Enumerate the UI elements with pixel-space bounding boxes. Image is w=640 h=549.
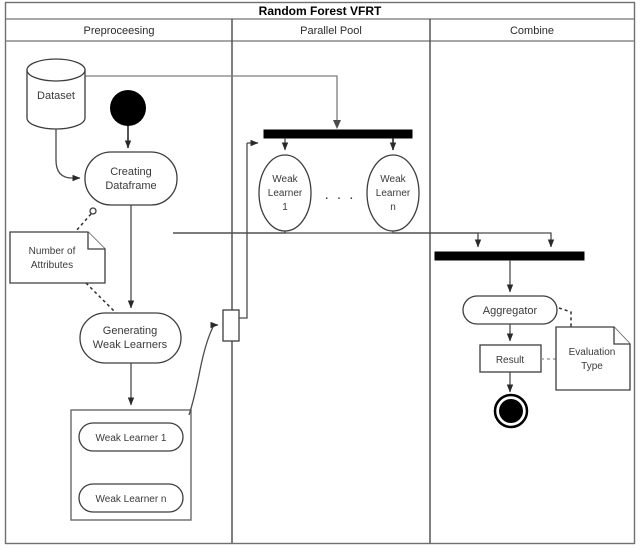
node-weak-learner-1 bbox=[78, 422, 184, 452]
diagram-title: Random Forest VFRT bbox=[259, 4, 382, 18]
pool-wl1-label-2: Learner bbox=[268, 188, 303, 199]
generating-label-2: Weak Learners bbox=[93, 339, 168, 351]
note-number-of-attributes bbox=[9, 231, 106, 284]
note-evaluation-type bbox=[555, 326, 631, 391]
final-node-icon bbox=[493, 393, 529, 429]
flow-connector-up bbox=[239, 143, 248, 319]
weak-learner-1-label: Weak Learner 1 bbox=[96, 433, 167, 444]
dataset-label: Dataset bbox=[37, 90, 75, 102]
lane-header-parallel-pool: Parallel Pool bbox=[300, 25, 362, 37]
flow-pool-to-join-right bbox=[393, 232, 555, 248]
lane-header-combine: Combine bbox=[510, 25, 554, 37]
attributes-note-label-2: Attributes bbox=[31, 260, 73, 271]
dashed-link-attributes-note bbox=[74, 213, 92, 233]
pool-wln-label-3: n bbox=[390, 202, 396, 213]
lane-header-preprocessing: Preproceesing bbox=[84, 25, 155, 37]
fork-bar bbox=[263, 129, 413, 139]
pool-ellipsis: . . . bbox=[325, 186, 356, 203]
creating-dataframe-label-1: Creating bbox=[110, 166, 152, 178]
pool-wl1-label-3: 1 bbox=[282, 202, 288, 213]
dashed-link-aggregator-note bbox=[558, 307, 572, 327]
dashed-link-note-to-generating bbox=[85, 282, 121, 318]
attributes-note-label-1: Number of bbox=[29, 246, 76, 257]
weak-learner-n-label: Weak Learner n bbox=[96, 494, 167, 505]
start-node-icon bbox=[110, 90, 146, 126]
flow-dataset-to-dataframe bbox=[55, 129, 81, 182]
diagram-frame bbox=[4, 1, 636, 545]
creating-dataframe-label-2: Dataframe bbox=[105, 180, 156, 192]
pool-wln-label-2: Learner bbox=[376, 188, 411, 199]
join-bar bbox=[434, 251, 585, 261]
pool-wln-label-1: Weak bbox=[380, 174, 406, 185]
node-generating-weak-learners bbox=[79, 312, 182, 364]
generating-label-1: Generating bbox=[103, 325, 157, 337]
connector-node bbox=[222, 309, 240, 342]
node-weak-learner-n bbox=[78, 483, 184, 513]
note-anchor-dot bbox=[89, 207, 97, 215]
pool-wl1-label-1: Weak bbox=[272, 174, 298, 185]
evaluation-note-label-2: Type bbox=[581, 361, 603, 372]
node-creating-dataframe bbox=[84, 151, 178, 206]
flow-dataset-to-fork bbox=[85, 75, 338, 122]
aggregator-label: Aggregator bbox=[483, 305, 538, 317]
result-label: Result bbox=[496, 355, 525, 366]
evaluation-note-label-1: Evaluation bbox=[569, 347, 616, 358]
arrowhead-dataset-to-fork bbox=[333, 120, 341, 129]
flow-pool-to-join-left bbox=[173, 232, 482, 248]
flow-box-to-connector bbox=[188, 321, 219, 416]
dataset-cylinder bbox=[26, 58, 86, 130]
